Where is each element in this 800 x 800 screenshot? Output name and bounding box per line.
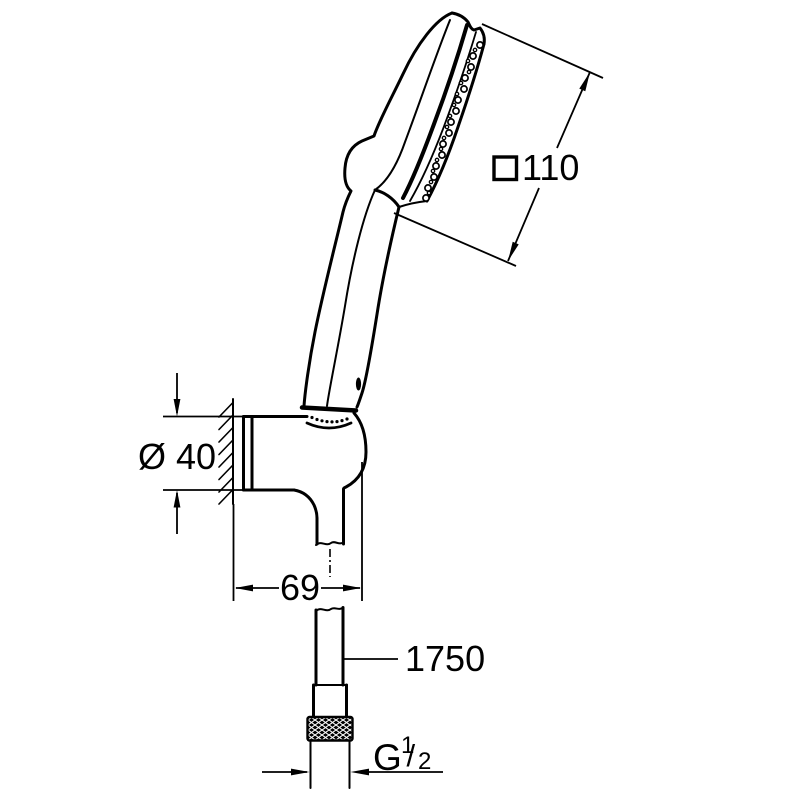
shower-head [299,11,486,413]
thread-label-numerator: 1 [401,732,414,759]
spray-nozzles [422,41,484,202]
dimension-40: Ø 40 [138,373,249,534]
head-face-outline [425,42,486,203]
handle-button [355,377,362,391]
thread-pipe [309,739,351,789]
dimension-thread: G 1 / 2 [262,732,443,778]
hose-joint-sides [312,683,348,719]
arrowhead-69-right [343,584,361,592]
dimension-1750: 1750 [344,638,485,679]
hose-lower [306,606,354,789]
arrowhead-110-top [579,72,590,92]
dim-1750-label: 1750 [405,638,485,679]
head-back-outline [302,11,454,408]
hose-outlet [292,488,319,546]
head-inner-contour [326,19,451,407]
handle-right-edge [355,205,401,409]
dimension-110: 110 [393,23,604,267]
thread-label-denominator: 2 [418,748,431,775]
face-plate-edge [401,23,469,200]
arrowhead-40-up [173,490,181,508]
ext-line-110-bottom [393,212,517,267]
head-top-corner [450,11,486,46]
cup-stipple [305,415,353,430]
hose-nut [306,715,354,742]
hose-lower-sides [314,606,345,687]
handle-cap-band [299,405,359,413]
hose-break-lower [315,606,344,612]
face-plate-rim [409,31,477,202]
dim-69-label: 69 [280,567,320,608]
arrowhead-110-bottom [508,241,519,261]
arrowhead-thread-right [350,768,369,776]
neck-shoulder [373,188,401,209]
hose-break-upper [315,541,345,546]
face-bottom-edge [398,200,428,208]
arrowhead-thread-left [291,768,310,776]
arrowhead-40-down [173,399,181,417]
arrowhead-69-left [235,584,253,592]
thread-label-g: G [373,737,402,778]
dimension-69: 69 [232,462,363,608]
dim-40-label: Ø 40 [138,436,216,477]
wall-hatching [218,398,234,505]
ext-line-110-top [481,23,604,79]
square-symbol [492,155,519,182]
thread-label-slash: / [407,738,416,773]
holder-flange [242,415,254,492]
dim-110-label: 110 [522,147,579,188]
wall-holder [218,398,368,577]
holder-nose [342,411,368,546]
